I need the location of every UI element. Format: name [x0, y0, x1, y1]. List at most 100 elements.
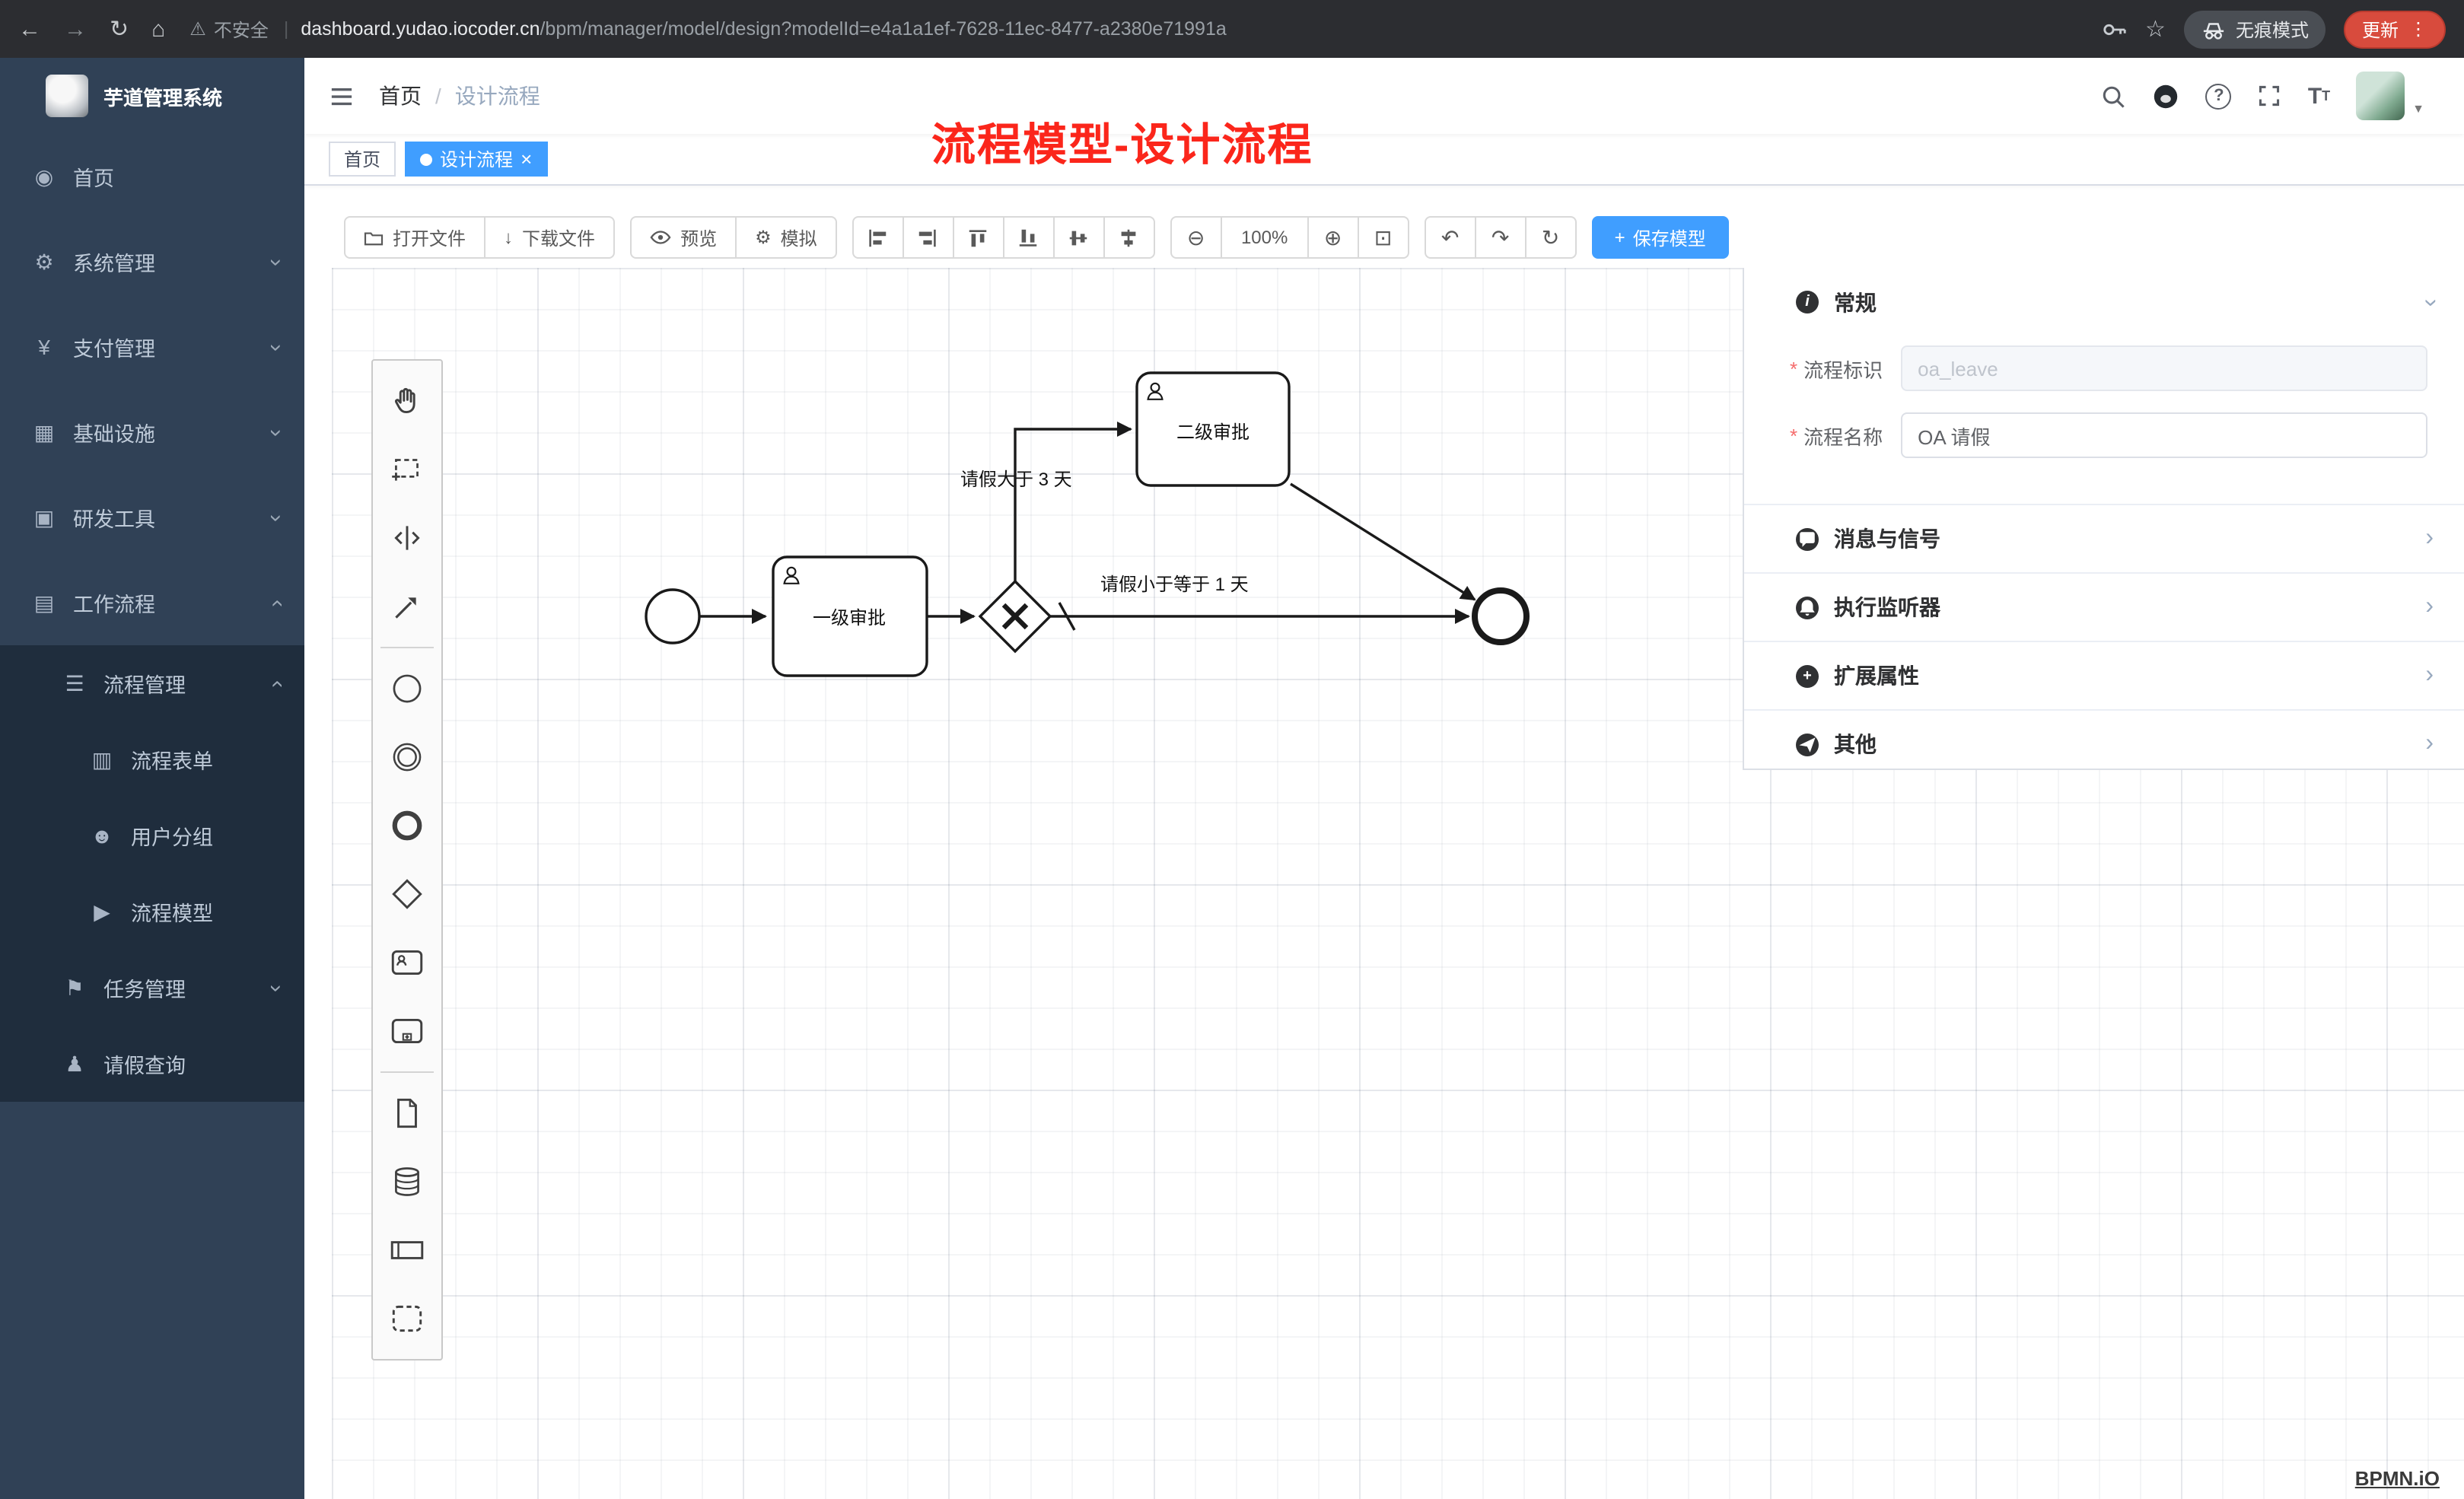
bookmark-star-icon[interactable]: ☆ [2145, 17, 2166, 43]
create-subprocess[interactable] [373, 997, 441, 1065]
sidebar-item-user-group[interactable]: ☻ 用户分组 [0, 797, 304, 874]
zoom-out-button[interactable]: ⊖ [1170, 216, 1222, 259]
flow-condition-label[interactable]: 请假小于等于 1 天 [1100, 574, 1249, 595]
users-icon: ☻ [91, 823, 113, 848]
sidebar-item-process-mgmt[interactable]: ☰ 流程管理 › [0, 645, 304, 721]
tag-design-process[interactable]: 设计流程 × [405, 142, 548, 177]
address-bar[interactable]: | dashboard.yudao.iocoder.cn/bpm/manager… [284, 18, 2086, 40]
create-intermediate-event[interactable] [373, 723, 441, 791]
breadcrumb-home[interactable]: 首页 [379, 84, 422, 108]
create-gateway[interactable] [373, 860, 441, 928]
align-left-button[interactable] [852, 216, 904, 259]
start-event[interactable] [645, 588, 701, 644]
sidebar-item-task-mgmt[interactable]: ⚑ 任务管理 › [0, 950, 304, 1026]
panel-section-message-signal: 消息与信号 › [1744, 504, 2464, 572]
search-icon[interactable] [2101, 83, 2127, 109]
user-task-level2[interactable]: 二级审批 [1135, 371, 1291, 487]
lasso-tool[interactable] [373, 435, 441, 504]
space-tool[interactable] [373, 504, 441, 572]
sidebar-item-process-form[interactable]: ▥ 流程表单 [0, 721, 304, 797]
process-key-input[interactable] [1901, 345, 2427, 391]
create-user-task[interactable] [373, 928, 441, 997]
avatar[interactable] [2356, 72, 2405, 120]
global-connect-tool[interactable] [373, 572, 441, 641]
redo-button[interactable]: ↷ [1474, 216, 1526, 259]
sidebar-item-system[interactable]: ⚙ 系统管理 › [0, 219, 304, 304]
sidebar-item-workflow[interactable]: ▤ 工作流程 › [0, 560, 304, 645]
incognito-label: 无痕模式 [2235, 19, 2309, 40]
sidebar-item-devtools[interactable]: ▣ 研发工具 › [0, 475, 304, 560]
zoom-level[interactable]: 100% [1220, 216, 1309, 259]
align-center-button[interactable] [1103, 216, 1155, 259]
redo-icon: ↷ [1491, 224, 1510, 249]
simulate-button[interactable]: ⚙ 模拟 [735, 216, 837, 259]
sidebar-item-payment[interactable]: ¥ 支付管理 › [0, 304, 304, 390]
flow-gateway-to-task2[interactable] [1014, 422, 1132, 581]
sidebar: 芋道管理系统 ◉ 首页 ⚙ 系统管理 › ¥ 支付管理 › ▦ 基础设施 › [0, 58, 304, 1499]
hand-tool[interactable] [373, 367, 441, 435]
panel-section-title: 消息与信号 [1834, 527, 1940, 551]
help-icon[interactable]: ? [2205, 83, 2232, 109]
panel-header-other[interactable]: 其他 › [1744, 709, 2464, 778]
create-data-object[interactable] [373, 1079, 441, 1147]
update-browser-button[interactable]: 更新 ⋮ [2343, 10, 2446, 48]
eye-icon [650, 231, 671, 244]
process-key-label: 流程标识 [1803, 358, 1883, 381]
flow-condition-label[interactable]: 请假大于 3 天 [960, 469, 1072, 490]
app-logo[interactable]: 芋道管理系统 [0, 58, 304, 134]
tag-home[interactable]: 首页 [329, 142, 396, 177]
end-event[interactable] [1472, 587, 1530, 645]
site-security[interactable]: ⚠ 不安全 [189, 16, 269, 42]
sidebar-item-process-model[interactable]: ▶ 流程模型 [0, 874, 304, 950]
panel-section-extended-attrs: + 扩展属性 › [1744, 641, 2464, 709]
process-name-input[interactable] [1901, 412, 2427, 458]
create-end-event[interactable] [373, 791, 441, 860]
hamburger-icon[interactable] [329, 84, 355, 107]
create-start-event[interactable] [373, 654, 441, 723]
browser-chrome: ← → ↻ ⌂ ⚠ 不安全 | dashboard.yudao.iocoder.… [0, 0, 2464, 58]
bpmnio-watermark[interactable]: BPMN.iO [2354, 1467, 2440, 1490]
reload-icon[interactable]: ↻ [110, 17, 129, 43]
github-icon[interactable] [2153, 82, 2180, 110]
forward-icon[interactable]: → [64, 16, 87, 42]
user-task-level1[interactable]: 一级审批 [772, 555, 928, 677]
annotation-title: 流程模型-设计流程 [931, 122, 1313, 170]
flow-task2-to-end[interactable] [1290, 482, 1476, 601]
url-domain: dashboard.yudao.iocoder.cn [301, 18, 540, 40]
key-icon[interactable] [2101, 16, 2127, 42]
browser-home-icon[interactable]: ⌂ [151, 16, 166, 42]
align-middle-button[interactable] [1052, 216, 1105, 259]
create-group[interactable] [373, 1284, 441, 1353]
download-file-button[interactable]: ↓ 下载文件 [484, 216, 616, 259]
sidebar-item-label: 研发工具 [73, 508, 155, 531]
panel-header-message-signal[interactable]: 消息与信号 › [1744, 504, 2464, 572]
back-icon[interactable]: ← [18, 16, 41, 42]
save-model-button[interactable]: + 保存模型 [1591, 216, 1729, 259]
panel-header-execution-listener[interactable]: 执行监听器 › [1744, 572, 2464, 641]
fullscreen-icon[interactable] [2258, 84, 2282, 108]
zoom-fit-button[interactable]: ⊡ [1357, 216, 1409, 259]
preview-button[interactable]: 预览 [630, 216, 737, 259]
zoom-in-button[interactable]: ⊕ [1307, 216, 1359, 259]
sidebar-item-home[interactable]: ◉ 首页 [0, 134, 304, 219]
caret-down-icon: ▼ [2412, 102, 2424, 116]
panel-header-extended-attrs[interactable]: + 扩展属性 › [1744, 641, 2464, 709]
restart-button[interactable]: ↻ [1524, 216, 1577, 259]
create-data-store[interactable] [373, 1147, 441, 1216]
create-participant[interactable] [373, 1216, 441, 1284]
open-file-button[interactable]: 打开文件 [344, 216, 486, 259]
panel-header-general[interactable]: i 常规 › [1744, 268, 2464, 336]
align-top-button[interactable] [952, 216, 1004, 259]
user-menu[interactable]: ▼ [2356, 72, 2424, 120]
align-bottom-button[interactable] [1002, 216, 1055, 259]
close-icon[interactable]: × [520, 148, 533, 170]
sidebar-item-infra[interactable]: ▦ 基础设施 › [0, 390, 304, 475]
align-right-button[interactable] [902, 216, 954, 259]
exclusive-gateway[interactable] [978, 579, 1052, 654]
sidebar-item-leave-query[interactable]: ♟ 请假查询 [0, 1026, 304, 1102]
sidebar-menu: ◉ 首页 ⚙ 系统管理 › ¥ 支付管理 › ▦ 基础设施 › ▣ 研发工具 › [0, 134, 304, 1102]
sidebar-item-label: 流程模型 [131, 902, 213, 925]
undo-button[interactable]: ↶ [1424, 216, 1476, 259]
menu-dots-icon[interactable]: ⋮ [2409, 18, 2427, 40]
